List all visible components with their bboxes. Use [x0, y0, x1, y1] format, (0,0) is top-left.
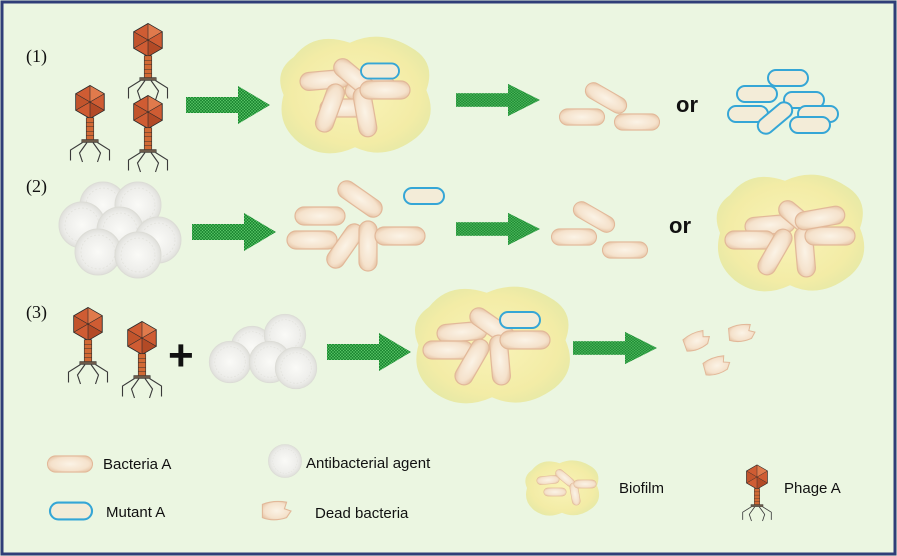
legend-mutant-label: Mutant A	[106, 504, 165, 521]
legend-mutant: Mutant A	[48, 501, 165, 521]
legend-agent: Antibacterial agent	[268, 444, 431, 478]
legend-biofilm: Biofilm	[525, 460, 664, 516]
legend-agent-label: Antibacterial agent	[306, 455, 431, 472]
legend-bacteria: Bacteria A	[46, 455, 171, 473]
row-2-label: (2)	[26, 176, 47, 197]
legend-dead: Dead bacteria	[261, 500, 409, 522]
legend-phage-label: Phage A	[784, 480, 841, 497]
or-text: or	[676, 92, 698, 117]
biofilm-cluster	[716, 174, 865, 292]
row-3: (3) +	[26, 286, 757, 404]
row-1-label: (1)	[26, 46, 47, 67]
row-2: (2) or	[26, 174, 865, 292]
legend-bacteria-label: Bacteria A	[103, 456, 171, 473]
legend: Bacteria A Mutant A Antibacterial agent …	[46, 444, 841, 522]
legend-biofilm-label: Biofilm	[619, 480, 664, 497]
row-1: (1) or	[26, 22, 839, 173]
plus-sign: +	[168, 331, 194, 380]
or-text: or	[669, 213, 691, 238]
legend-dead-label: Dead bacteria	[315, 505, 409, 522]
biofilm-cluster	[280, 36, 431, 154]
row-3-label: (3)	[26, 302, 47, 323]
biofilm-cluster	[415, 286, 570, 404]
legend-phage: Phage A	[742, 464, 841, 522]
